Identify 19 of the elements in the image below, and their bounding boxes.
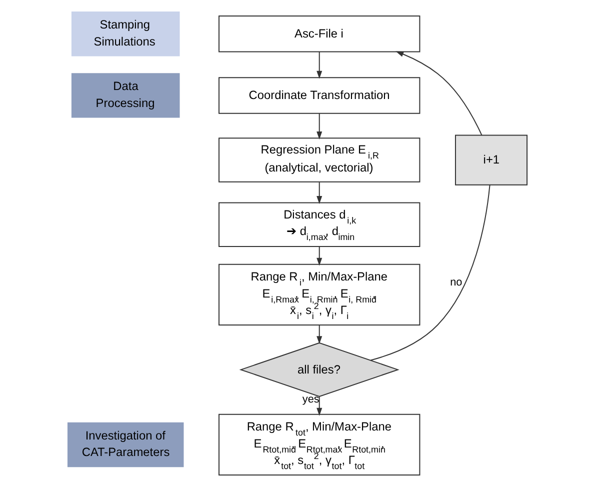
- node-box: Stamping Simulations: [70, 11, 180, 56]
- node-box: Regression Plane E$_{i,R}$ (analytical, vectorial): [218, 138, 420, 182]
- edge-label: no: [450, 276, 462, 289]
- node-box: Coordinate Transformation: [218, 77, 420, 114]
- arrow: [316, 246, 322, 266]
- arrow: [395, 51, 482, 136]
- node-box: Range R$_{i}$, Min/Max-Plane E$_{i,Rmax}$, E$_{i, Rmin}$, E$_{i, Rmid}$, x̄$_{i}$, s$_{i}$$^{2}$, γ$_{i}$, Γ$_{i}$: [218, 264, 420, 326]
- arrow: [316, 396, 322, 416]
- arrow: [316, 324, 322, 344]
- node-diamond: all files?: [238, 342, 399, 398]
- arrow: [316, 51, 322, 79]
- node-box: Asc-File i: [218, 15, 420, 52]
- node-box: Data Processing: [70, 73, 180, 118]
- arrow: [316, 182, 322, 204]
- node-box: i+1: [454, 134, 528, 186]
- node-box: Distances d$_{i,k}$ ➔ d$_{i,max}$, d$_{imin}$: [218, 202, 420, 247]
- arrow: [316, 113, 322, 140]
- connector: [370, 184, 490, 361]
- node-box: Investigation of CAT-Parameters: [66, 422, 184, 468]
